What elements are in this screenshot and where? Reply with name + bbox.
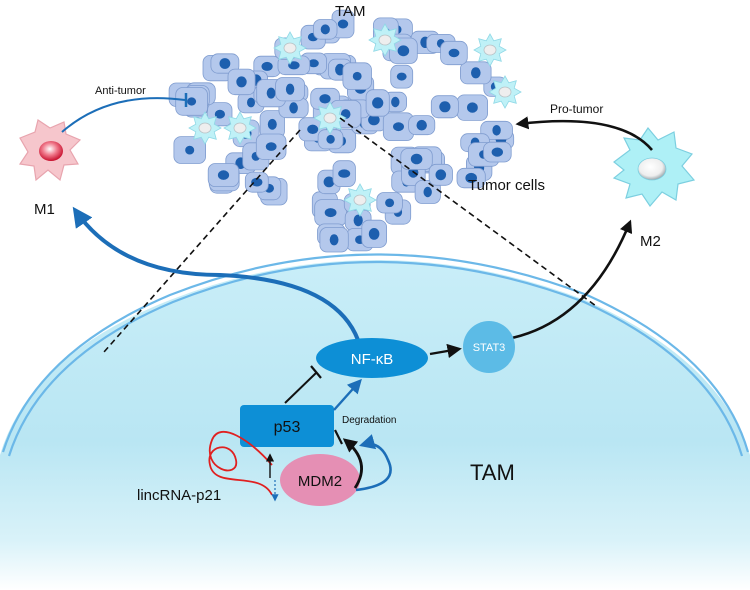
tumor-cell-nucleus [308, 59, 319, 68]
tumor-cell-nucleus [368, 228, 380, 240]
tumor-cell-nucleus [324, 208, 337, 218]
tumor-cell-nucleus [187, 97, 197, 106]
tumor-cell-nucleus [467, 102, 478, 113]
tumor-cell-nucleus [416, 119, 427, 131]
tumor-cell-nucleus [335, 63, 345, 76]
tumor-macrophage-nucleus [233, 122, 247, 134]
tumor-cell-nucleus [289, 102, 298, 114]
p53-to-nfkb-blue-arrow [333, 378, 362, 411]
lincrna-label: lincRNA-p21 [137, 487, 221, 504]
tumor-cell-nucleus [236, 76, 247, 88]
tumor-cell-nucleus [385, 198, 395, 208]
degradation-label: Degradation [342, 415, 396, 426]
tumor-cell-nucleus [307, 124, 319, 134]
tumor-cell-nucleus [393, 122, 404, 132]
mdm2-label: MDM2 [298, 473, 342, 490]
tumor-macrophage-nucleus [498, 86, 512, 98]
tumor-mass [168, 9, 522, 253]
tumor-cell-nucleus [353, 214, 363, 227]
p53-label: p53 [274, 419, 301, 436]
tam-cell-cytoplasm [0, 260, 750, 590]
tumor-cell-nucleus [448, 48, 460, 58]
tam-cell-membrane-inner [7, 260, 744, 457]
tumor-cell-nucleus [247, 97, 255, 108]
anti-tumor-label: Anti-tumor [95, 85, 146, 97]
tumor-macrophage-nucleus [283, 42, 297, 54]
mdm2-node [280, 454, 360, 506]
tumor-cell-nucleus [214, 109, 225, 119]
stat3-to-m2-arrow [511, 219, 633, 340]
tumor-cell-nucleus [265, 142, 277, 151]
tumor-macrophage-nucleus [378, 34, 392, 46]
nfkb-to-m1-arrow [72, 206, 360, 341]
nfkb-to-stat3-arrow [429, 343, 462, 359]
tumor-cell-nucleus [352, 71, 362, 81]
p53-inhibits-nfkb [284, 372, 317, 404]
tumor-macrophage-nucleus [198, 122, 212, 134]
tumor-cell-nucleus [323, 176, 335, 188]
tumor-cell-nucleus [372, 97, 384, 109]
m1-nucleus [39, 141, 63, 161]
tumor-cell-nucleus [288, 61, 300, 70]
tumor-cell-nucleus [439, 101, 451, 113]
mdm2-blue-feedback-arrow [355, 434, 392, 492]
mdm2-to-p53-black-arrow [342, 438, 363, 489]
tumor-cell-nucleus [219, 58, 231, 69]
p53-node [240, 405, 334, 447]
m2-nucleus [637, 157, 667, 181]
tumor-cell-nucleus [471, 67, 481, 79]
m1-label: M1 [34, 201, 55, 218]
tumor-cells-label: Tumor cells [468, 177, 545, 194]
tam-cell [0, 253, 750, 590]
tumor-cell-nucleus [397, 45, 410, 57]
anti-tumor-arrow [61, 97, 186, 133]
tam-cell-membrane-outer [1, 253, 750, 453]
pro-tumor-label: Pro-tumor [550, 102, 603, 116]
tumor-macrophage-nucleus [483, 44, 497, 56]
stat3-node [463, 321, 515, 373]
stat3-label: STAT3 [473, 342, 506, 354]
nfkb-node [316, 338, 428, 378]
tumor-cell-nucleus [320, 24, 330, 35]
tumor-cell-nucleus [368, 114, 380, 126]
tumor-cell-nucleus [266, 87, 276, 99]
nfkb-label: NF-κB [351, 351, 394, 368]
tumor-cell-nucleus [251, 177, 263, 187]
tumor-cell-nucleus [491, 147, 503, 157]
tam-cell-label: TAM [470, 460, 515, 485]
p53-inhibits-nfkb-bar [310, 365, 322, 379]
tumor-macrophage-nucleus [353, 194, 367, 206]
tumor-cell-nucleus [267, 118, 277, 130]
tumor-cell-nucleus [261, 61, 273, 71]
tumor-cell-nucleus [319, 94, 331, 104]
tumor-cell-nucleus [337, 19, 349, 29]
tumor-cell-nucleus [217, 170, 230, 180]
tumor-cell-nucleus [396, 72, 407, 81]
tam-top-label: TAM [335, 3, 366, 20]
m1-macrophage [18, 119, 82, 182]
tumor-macrophage-nucleus [323, 112, 337, 124]
tumor-cell-nucleus [185, 145, 195, 155]
tumor-cell-nucleus [423, 186, 432, 198]
tumor-cell-nucleus [410, 153, 423, 165]
zoom-line-right [339, 117, 597, 307]
tumor-cell-nucleus [329, 234, 339, 246]
m2-macrophage [612, 126, 696, 207]
tumor-cell-nucleus [465, 172, 478, 184]
tumor-cell-nucleus [338, 169, 351, 178]
tumor-cell-nucleus [492, 125, 501, 136]
tumor-cell-nucleus [435, 169, 447, 181]
tumor-cell-nucleus [326, 134, 335, 144]
m2-label: M2 [640, 233, 661, 250]
mdm2-to-p53-bar [334, 429, 343, 445]
tumor-cell-nucleus [285, 83, 295, 95]
pro-tumor-arrow [515, 116, 653, 151]
tumor-cell-nucleus [391, 96, 400, 108]
lincrna-p21-strand [208, 430, 273, 496]
